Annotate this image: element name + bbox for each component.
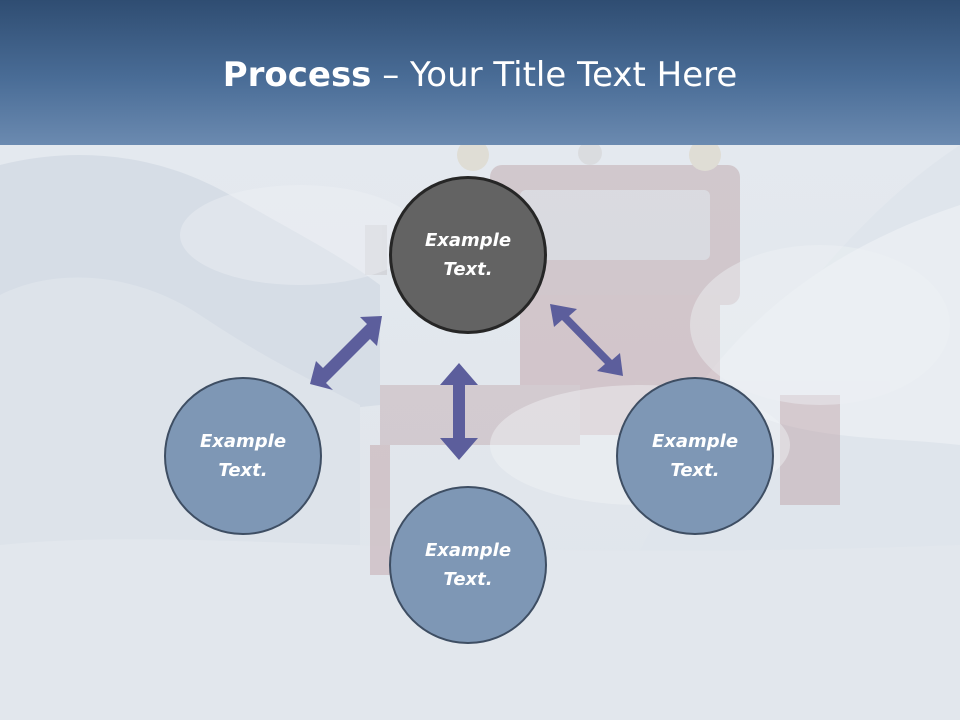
node-label-line1: Example [199,431,287,452]
node-label-line1: Example [651,431,739,452]
double-arrow-vertical [440,363,478,460]
node-label-line2: Text. [670,460,720,481]
node-label-line1: Example [424,540,512,561]
node-label-line2: Text. [443,569,493,590]
title-banner: Process – Your Title Text Here [0,0,960,145]
double-arrow-right [550,304,623,376]
title-bold: Process [222,55,372,95]
process-node-center: Example Text. [389,176,547,334]
node-label-line2: Text. [443,259,493,280]
double-arrow-left [310,316,382,390]
node-label-line1: Example [424,230,512,251]
process-node-right: Example Text. [616,377,774,535]
process-node-left: Example Text. [164,377,322,535]
title-rest: – Your Title Text Here [371,55,738,95]
process-node-bottom: Example Text. [389,486,547,644]
slide-title: Process – Your Title Text Here [0,52,960,98]
node-label-line2: Text. [218,460,268,481]
